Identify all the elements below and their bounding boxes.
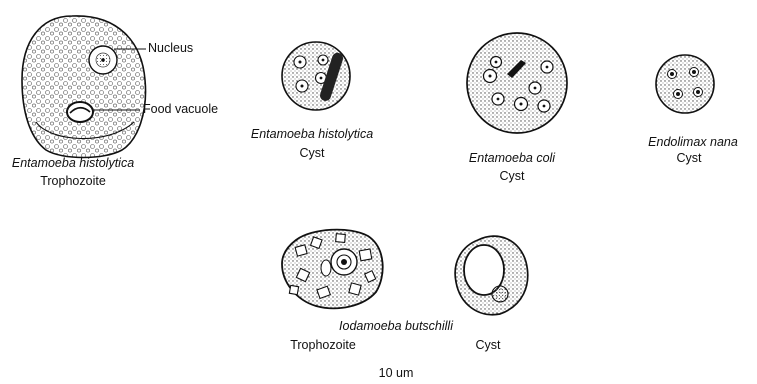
ib-cyst-stage: Cyst [476,338,501,353]
eh-trophozoite-stage: Trophozoite [40,174,106,189]
eh-trophozoite-food-vacuole [67,102,93,122]
ec-cyst-name: Entamoeba coli [469,151,555,166]
food-vacuole-label: Food vacuole [143,102,218,117]
eh-cyst-stage: Cyst [300,146,325,161]
ec-cyst-stage: Cyst [500,169,525,184]
ib-name: Iodamoeba butschilli [339,319,453,334]
scale-label: 10 um [379,366,414,381]
eh-trophozoite-name: Entamoeba histolytica [12,156,134,171]
ib-trophozoite-stage: Trophozoite [290,338,356,353]
eh-cyst-cell [282,42,350,110]
eh-trophozoite-cell [22,16,146,158]
en-cyst-stage: Cyst [677,151,702,166]
nucleus-label: Nucleus [148,41,193,56]
ec-cyst-cell [467,33,567,133]
en-cyst-cell [656,55,714,113]
ib-cyst-cell [455,236,528,315]
ib-trophozoite-cell [282,230,383,309]
eh-cyst-name: Entamoeba histolytica [251,127,373,142]
eh-trophozoite-nucleus [89,46,117,74]
en-cyst-name: Endolimax nana [648,135,738,150]
